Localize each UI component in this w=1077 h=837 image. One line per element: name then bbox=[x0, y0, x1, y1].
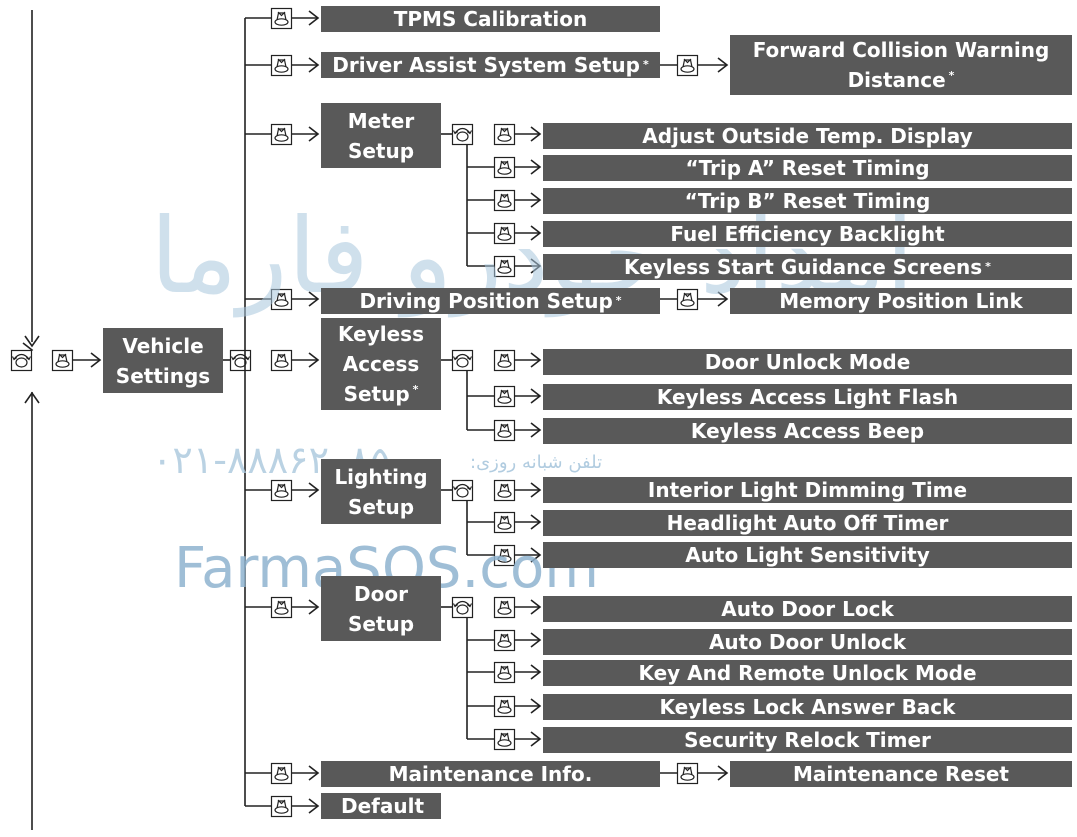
sub-keyless-lock-answer-back: Keyless Lock Answer Back bbox=[543, 694, 1072, 720]
dial-rotate-icon bbox=[10, 349, 33, 372]
selector-knob-icon bbox=[493, 629, 516, 652]
arrow-head bbox=[530, 664, 542, 680]
selector-knob-icon bbox=[270, 288, 293, 311]
sub-maintenance-reset: Maintenance Reset bbox=[730, 761, 1072, 787]
arrow-head bbox=[530, 225, 542, 241]
sub-headlight-auto-off-timer: Headlight Auto Off Timer bbox=[543, 510, 1072, 536]
dial-rotate-icon bbox=[451, 123, 474, 146]
arrow-head bbox=[24, 335, 40, 348]
selector-knob-icon bbox=[270, 54, 293, 77]
selector-knob-icon bbox=[493, 349, 516, 372]
sub-security-relock-timer: Security Relock Timer bbox=[543, 727, 1072, 753]
sub-fuel-efficiency-backlight: Fuel Efficiency Backlight bbox=[543, 221, 1072, 247]
arrow-head bbox=[717, 291, 729, 307]
selector-knob-icon bbox=[493, 222, 516, 245]
selector-knob-icon bbox=[493, 695, 516, 718]
selector-knob-icon bbox=[493, 596, 516, 619]
arrow-head bbox=[530, 731, 542, 747]
sub-forward-collision-warning-distance: Forward Collision Warning Distance* bbox=[730, 35, 1072, 95]
sub-door-unlock-mode: Door Unlock Mode bbox=[543, 349, 1072, 375]
item-default: Default bbox=[321, 793, 441, 819]
selector-knob-icon bbox=[676, 288, 699, 311]
selector-knob-icon bbox=[270, 795, 293, 818]
arrow-head bbox=[530, 159, 542, 175]
sub-adjust-outside-temp-display: Adjust Outside Temp. Display bbox=[543, 123, 1072, 149]
selector-knob-icon bbox=[493, 728, 516, 751]
item-keyless-access-setup: Keyless Access Setup* bbox=[321, 318, 441, 410]
sub-key-and-remote-unlock-mode: Key And Remote Unlock Mode bbox=[543, 660, 1072, 686]
dial-rotate-icon bbox=[229, 349, 252, 372]
selector-knob-icon bbox=[493, 385, 516, 408]
arrow-head bbox=[530, 422, 542, 438]
item-lighting-setup: Lighting Setup bbox=[321, 459, 441, 524]
item-maintenance-info: Maintenance Info. bbox=[321, 761, 660, 787]
arrow-head bbox=[308, 798, 320, 814]
selector-knob-icon bbox=[493, 419, 516, 442]
arrow-head bbox=[308, 599, 320, 615]
arrow-head bbox=[530, 192, 542, 208]
arrow-head bbox=[90, 352, 102, 368]
arrow-head bbox=[530, 126, 542, 142]
item-door-setup: Door Setup bbox=[321, 576, 441, 641]
sub-auto-door-unlock: Auto Door Unlock bbox=[543, 629, 1072, 655]
selector-knob-icon bbox=[51, 349, 74, 372]
arrow-head bbox=[308, 352, 320, 368]
arrow-head bbox=[308, 291, 320, 307]
arrow-head bbox=[530, 258, 542, 274]
item-driver-assist-system-setup: Driver Assist System Setup* bbox=[321, 52, 660, 78]
arrow-head bbox=[717, 57, 729, 73]
sub-keyless-start-guidance-screens: Keyless Start Guidance Screens* bbox=[543, 254, 1072, 280]
selector-knob-icon bbox=[270, 596, 293, 619]
sub-keyless-access-beep: Keyless Access Beep bbox=[543, 418, 1072, 444]
arrow-head bbox=[530, 514, 542, 530]
dial-rotate-icon bbox=[451, 349, 474, 372]
selector-knob-icon bbox=[493, 544, 516, 567]
arrow-head bbox=[308, 10, 320, 26]
arrow-head bbox=[308, 482, 320, 498]
selector-knob-icon bbox=[493, 661, 516, 684]
sub-trip-b-reset-timing: “Trip B” Reset Timing bbox=[543, 188, 1072, 214]
arrow-head bbox=[308, 57, 320, 73]
sub-auto-door-lock: Auto Door Lock bbox=[543, 596, 1072, 622]
selector-knob-icon bbox=[493, 123, 516, 146]
dial-rotate-icon bbox=[451, 596, 474, 619]
arrow-head bbox=[530, 632, 542, 648]
selector-knob-icon bbox=[270, 762, 293, 785]
sub-keyless-access-light-flash: Keyless Access Light Flash bbox=[543, 384, 1072, 410]
selector-knob-icon bbox=[493, 189, 516, 212]
arrow-head bbox=[530, 388, 542, 404]
arrow-head bbox=[24, 391, 40, 404]
dial-rotate-icon bbox=[451, 479, 474, 502]
arrow-head bbox=[530, 482, 542, 498]
arrow-head bbox=[308, 765, 320, 781]
sub-auto-light-sensitivity: Auto Light Sensitivity bbox=[543, 542, 1072, 568]
selector-knob-icon bbox=[493, 479, 516, 502]
selector-knob-icon bbox=[270, 7, 293, 30]
selector-knob-icon bbox=[676, 762, 699, 785]
selector-knob-icon bbox=[676, 54, 699, 77]
item-meter-setup: Meter Setup bbox=[321, 103, 441, 168]
selector-knob-icon bbox=[270, 349, 293, 372]
arrow-head bbox=[308, 126, 320, 142]
selector-knob-icon bbox=[493, 156, 516, 179]
sub-interior-light-dimming-time: Interior Light Dimming Time bbox=[543, 477, 1072, 503]
selector-knob-icon bbox=[270, 479, 293, 502]
item-tpms-calibration: TPMS Calibration bbox=[321, 6, 660, 32]
arrow-head bbox=[530, 547, 542, 563]
arrow-head bbox=[530, 698, 542, 714]
root-vehicle-settings: Vehicle Settings bbox=[103, 328, 223, 393]
item-driving-position-setup: Driving Position Setup* bbox=[321, 288, 660, 314]
arrow-head bbox=[717, 765, 729, 781]
selector-knob-icon bbox=[270, 123, 293, 146]
selector-knob-icon bbox=[493, 255, 516, 278]
selector-knob-icon bbox=[493, 511, 516, 534]
sub-trip-a-reset-timing: “Trip A” Reset Timing bbox=[543, 155, 1072, 181]
arrow-head bbox=[530, 599, 542, 615]
arrow-head bbox=[530, 352, 542, 368]
sub-memory-position-link: Memory Position Link bbox=[730, 288, 1072, 314]
